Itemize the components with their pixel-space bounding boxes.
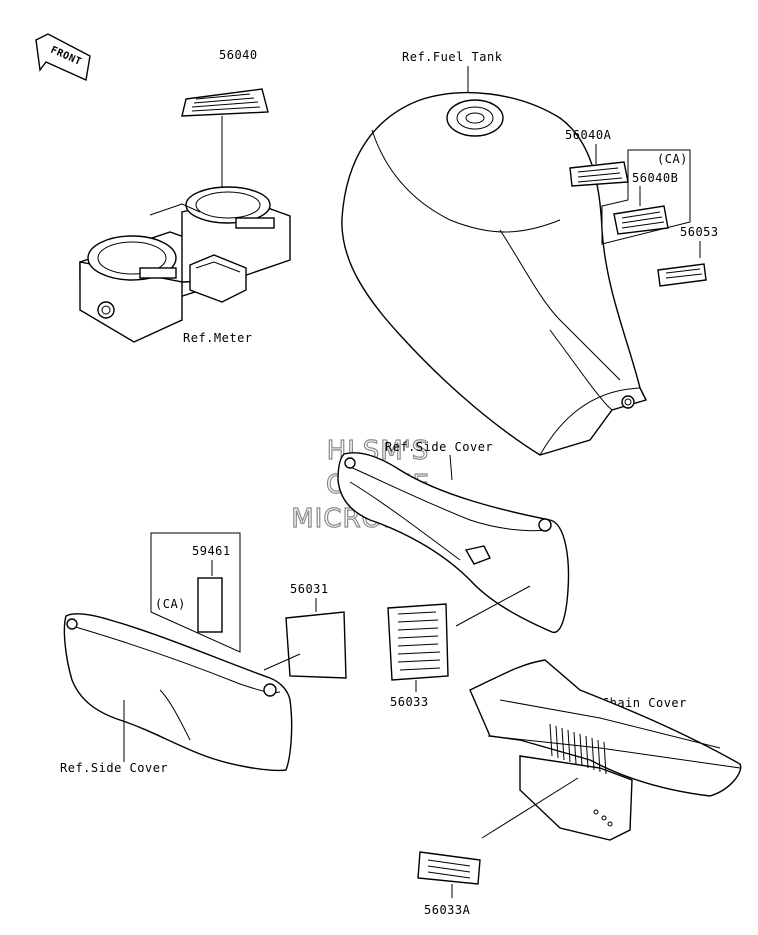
ca-bracket-left — [150, 532, 241, 653]
ca-left-label: (CA) — [155, 597, 186, 611]
ref-meter-label: Ref.Meter — [183, 331, 253, 345]
decal-56033a[interactable] — [417, 851, 481, 885]
ref-side-cover-right-label: Ref.Side Cover — [385, 440, 493, 454]
part-56040-label: 56040 — [219, 48, 258, 62]
decal-56053[interactable] — [657, 263, 707, 287]
front-arrow-icon: FRONT — [35, 33, 91, 82]
part-56031-label: 56031 — [290, 582, 329, 596]
part-56040b-label: 56040B — [632, 171, 678, 185]
part-56040a-label: 56040A — [565, 128, 612, 142]
ca-bracket-top — [601, 149, 691, 245]
decal-56033[interactable] — [387, 603, 449, 681]
decal-59461[interactable] — [197, 577, 223, 633]
fuel-tank — [341, 92, 648, 456]
meter-assembly — [79, 186, 291, 343]
side-cover-right — [337, 452, 570, 633]
chain-cover — [469, 659, 742, 841]
ref-fuel-tank-label: Ref.Fuel Tank — [402, 50, 503, 64]
decal-56031[interactable] — [285, 611, 347, 679]
ca-top-label: (CA) — [657, 152, 688, 166]
decal-56040[interactable] — [181, 88, 269, 117]
ref-side-cover-left-label: Ref.Side Cover — [60, 761, 168, 775]
decal-56040b[interactable] — [613, 205, 669, 235]
side-cover-left — [63, 613, 293, 772]
part-56053-label: 56053 — [680, 225, 719, 239]
part-56033a-label: 56033A — [424, 903, 471, 917]
part-56033-label: 56033 — [390, 695, 429, 709]
part-59461-label: 59461 — [192, 544, 231, 558]
